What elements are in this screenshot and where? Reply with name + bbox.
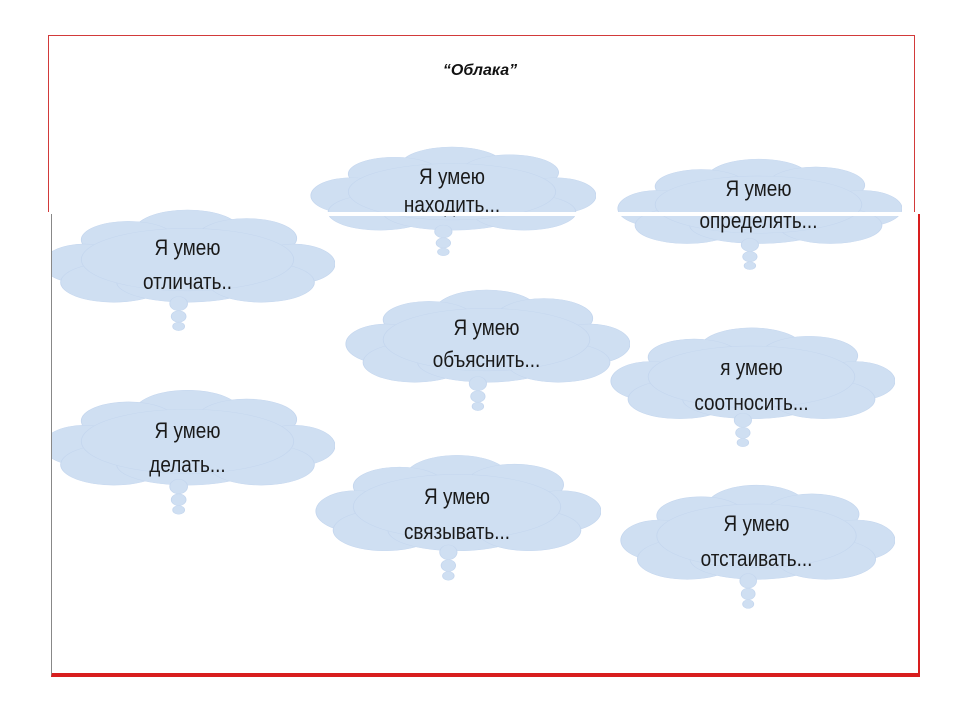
cloud-text-line1: Я умею — [723, 511, 790, 536]
cloud-shape — [617, 158, 902, 270]
cloud-defend: Я умею отстаивать... — [618, 475, 895, 620]
cloud-puff — [80, 408, 295, 474]
cloud-text-line2: отстаивать... — [700, 546, 813, 571]
slide-gap — [40, 212, 920, 216]
cloud-text-line2: соотносить... — [694, 390, 809, 415]
cloud-text-line2: делать... — [149, 452, 226, 477]
cloud-text-line1: Я умею — [419, 164, 485, 189]
cloud-text-line1: Я умею — [424, 484, 490, 509]
cloud-text-line2: связывать... — [403, 519, 511, 544]
cloud-text-line1: я умею — [720, 355, 783, 380]
cloud-shape — [610, 327, 895, 448]
page-title: “Облака” — [442, 62, 518, 79]
cloud-puff — [442, 571, 455, 581]
cloud-shape — [42, 390, 335, 515]
cloud-puff — [471, 401, 485, 411]
cloud-correlate: я умею соотносить... — [608, 318, 895, 458]
cloud-text-line2: отличать.. — [143, 269, 232, 294]
cloud-distinguish: Я умею отличать.. — [40, 200, 335, 342]
cloud-text-line1: Я умею — [154, 235, 221, 260]
cloud-shape — [620, 484, 895, 609]
cloud-puff — [437, 247, 450, 256]
cloud-text-line1: Я умею — [725, 176, 792, 201]
cloud-puff — [172, 505, 185, 515]
cloud-puff — [80, 228, 295, 292]
cloud-puff — [352, 474, 562, 540]
cloud-text-line2: объяснить... — [432, 347, 541, 372]
cloud-puff — [347, 163, 557, 221]
cloud-puff — [654, 175, 863, 234]
cloud-text-line1: Я умею — [154, 418, 221, 443]
slide-frame-bottom — [51, 214, 920, 677]
cloud-text-line1: Я умею — [453, 315, 520, 340]
cloud-puff — [743, 261, 757, 270]
cloud-puff — [656, 503, 857, 569]
cloud-puff — [736, 438, 750, 448]
slide-frame-top — [48, 35, 915, 215]
cloud-explain: Я умею объяснить... — [343, 280, 630, 422]
cloud-do: Я умею делать... — [40, 380, 335, 526]
cloud-shape — [345, 289, 630, 411]
left-margin — [0, 214, 51, 684]
cloud-puff — [647, 345, 856, 408]
cloud-puff — [382, 308, 591, 372]
cloud-shape — [42, 209, 335, 331]
cloud-connect: Я умею связывать... — [313, 445, 601, 592]
cloud-shape — [315, 455, 601, 581]
cloud-puff — [742, 599, 755, 609]
cloud-puff — [172, 321, 185, 331]
